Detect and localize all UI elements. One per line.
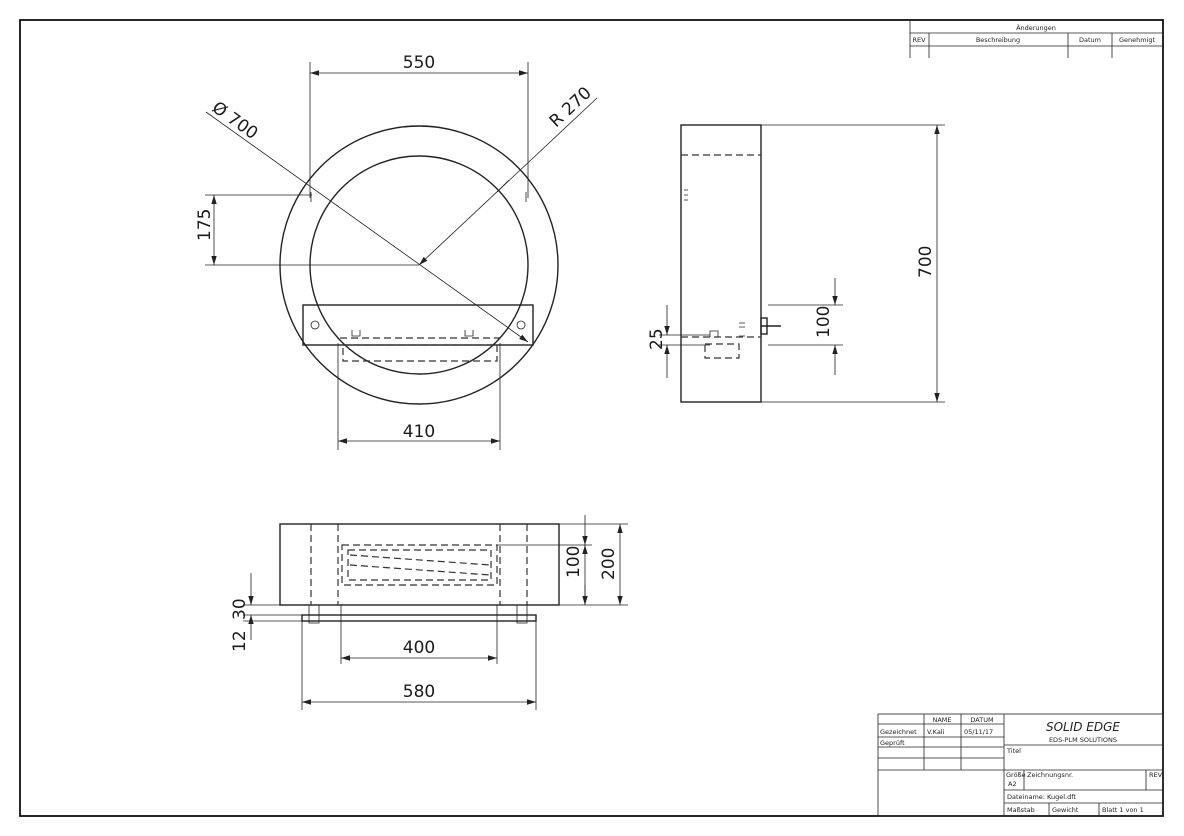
side-view: 700 100 25 [647, 124, 945, 403]
dim-200: 200 [599, 548, 619, 580]
dim-580: 580 [403, 682, 435, 702]
drawing-frame [19, 19, 1164, 817]
dim-550: 550 [403, 53, 435, 73]
revision-col-description: Beschreibung [976, 36, 1020, 44]
revision-table-title: Änderungen [1016, 23, 1056, 32]
tb-file-name: Dateiname: Kugel.dft [1007, 793, 1076, 801]
dim-700: 700 [916, 246, 936, 278]
dim-radius-270: R 270 [546, 83, 596, 132]
tb-rev-label: REV [1149, 771, 1163, 779]
front-view: 550 Ø 700 R 270 175 410 [195, 53, 598, 450]
tb-size-value: A2 [1008, 780, 1017, 788]
tb-scale: Maßstab [1007, 806, 1035, 814]
tb-logo-sub: EDS-PLM SOLUTIONS [1049, 736, 1117, 744]
tb-row-drawn: Gezeichnet [880, 728, 917, 736]
tb-col-name: NAME [932, 716, 951, 724]
revision-col-date: Datum [1079, 36, 1101, 44]
mounting-hole-right [516, 320, 526, 330]
tb-title-label: Titel [1006, 747, 1021, 755]
tb-logo-main: SOLID EDGE [1046, 720, 1120, 734]
tb-drawing-no-label: Zeichnungsnr. [1027, 771, 1073, 779]
burner-plate [302, 304, 534, 346]
dim-side-100: 100 [814, 306, 834, 338]
dim-25: 25 [647, 328, 667, 350]
dim-400: 400 [403, 638, 435, 658]
revision-col-rev: REV [912, 36, 926, 44]
dim-top-100: 100 [564, 546, 584, 578]
tb-drawn-name: V.Kali [927, 728, 945, 736]
dim-175: 175 [195, 209, 215, 241]
tb-weight: Gewicht [1052, 806, 1079, 814]
top-body [279, 523, 560, 606]
dim-12: 12 [230, 630, 250, 652]
side-body [680, 124, 762, 403]
dim-diameter-700: Ø 700 [208, 98, 261, 144]
tb-col-date: DATUM [970, 716, 993, 724]
title-block: NAME DATUM Gezeichnet V.Kali 05/11/17 Ge… [877, 713, 1164, 817]
tb-drawn-date: 05/11/17 [964, 728, 993, 736]
revision-table: Änderungen REV Beschreibung Datum Genehm… [909, 20, 1163, 58]
tb-row-checked: Geprüft [880, 739, 905, 747]
tb-sheet: Blatt 1 von 1 [1102, 806, 1144, 814]
dim-30: 30 [230, 598, 250, 620]
top-base-plate [301, 614, 537, 622]
top-view: 100 200 30 12 400 580 [230, 515, 628, 710]
tb-size-label: Größe [1006, 771, 1026, 779]
dim-410: 410 [403, 422, 435, 442]
revision-col-approved: Genehmigt [1119, 36, 1156, 44]
mounting-hole-left [310, 320, 320, 330]
